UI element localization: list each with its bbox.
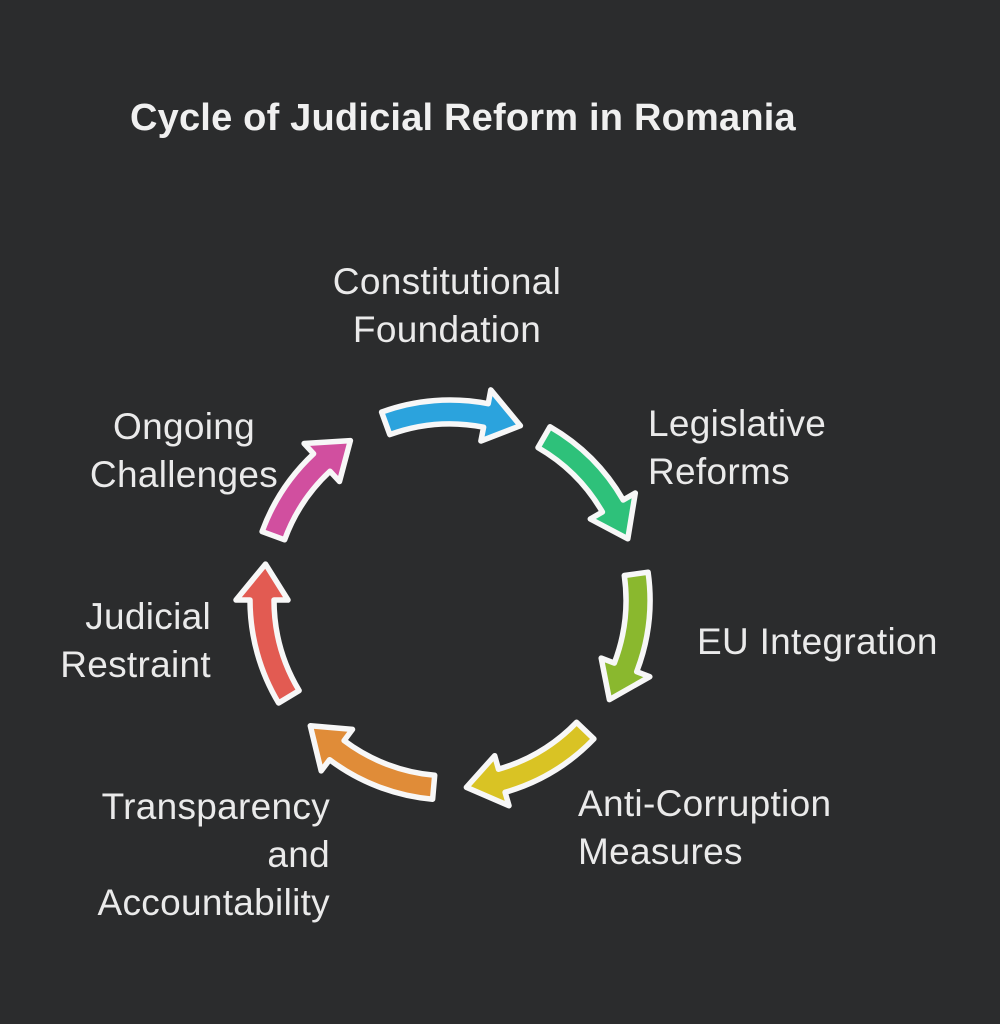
red-arrow [233, 561, 302, 706]
step-label-legislative-reforms: Legislative Reforms [648, 403, 827, 492]
pink-arrow [259, 437, 354, 543]
step-label-transparency-and-accountability: Transparency and Accountability [97, 786, 330, 923]
step-label-eu-integration: EU Integration [697, 621, 938, 662]
green-arrow [535, 424, 639, 542]
step-label-ongoing-challenges: Ongoing Challenges [89, 406, 279, 495]
blue-arrow [378, 387, 524, 444]
diagram-title: Cycle of Judicial Reform in Romania [130, 97, 796, 139]
step-label-judicial-restraint: Judicial Restraint [60, 596, 211, 685]
step-label-anti-corruption-measures: Anti-Corruption Measures [578, 783, 832, 872]
step-label-constitutional-foundation: Constitutional Foundation [332, 261, 562, 350]
yellow-green-arrow [598, 569, 653, 703]
orange-arrow [307, 723, 438, 802]
yellow-arrow [463, 719, 597, 809]
